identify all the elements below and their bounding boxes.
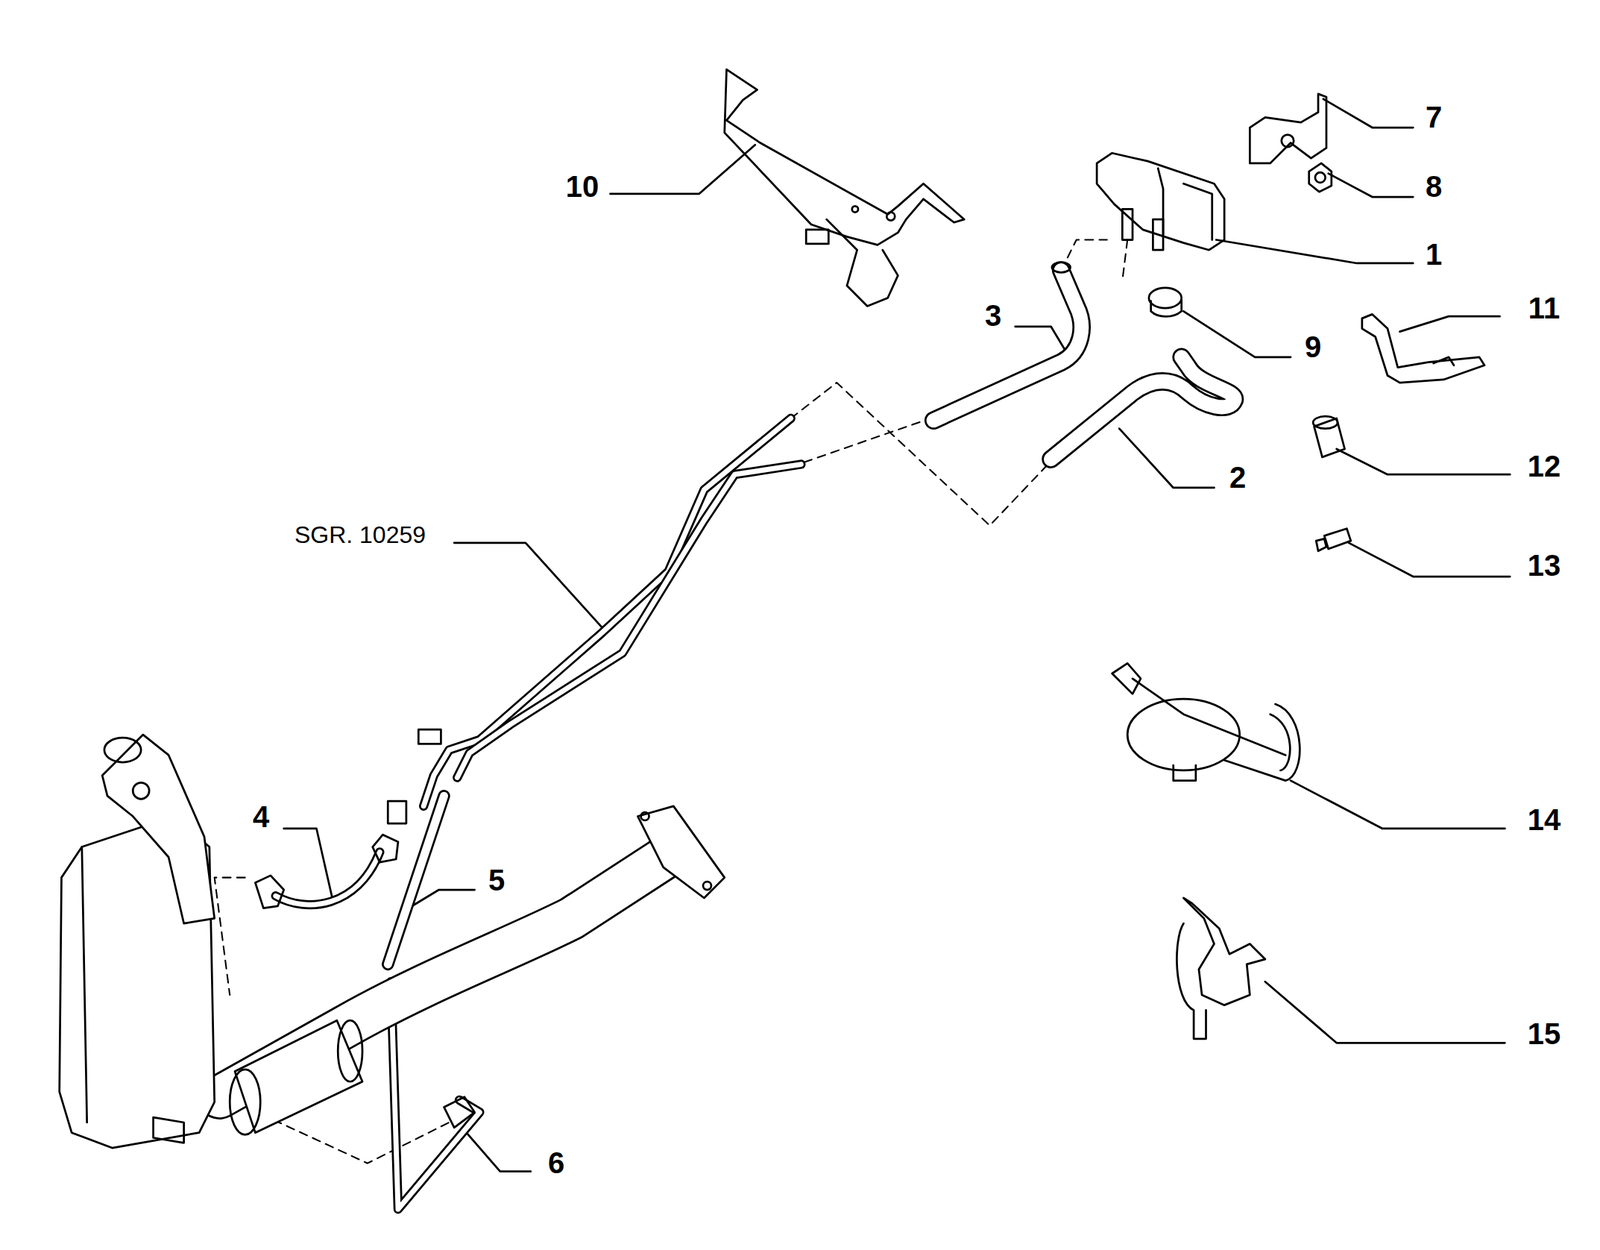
callout-number: 9 (1304, 331, 1322, 362)
exhaust-pipe (219, 805, 725, 1135)
bracket-11 (1362, 313, 1485, 383)
hose-5 (387, 795, 444, 965)
pressure-sensor (1096, 152, 1225, 250)
callout-number: 4 (252, 801, 270, 832)
cable-tie (1112, 662, 1301, 780)
bracket-10 (724, 69, 965, 306)
callout-number: 8 (1425, 171, 1442, 202)
hose-3 (933, 262, 1082, 421)
callout-number: 6 (547, 1147, 565, 1178)
callout-number: 7 (1425, 102, 1442, 132)
catalytic-converter (59, 734, 215, 1148)
callout-number: 15 (1527, 1018, 1562, 1049)
sensor-pipes (387, 418, 801, 824)
assembly-lines (214, 240, 1129, 1164)
callout-number: 12 (1527, 451, 1562, 481)
hose-4 (254, 834, 399, 909)
reference-label: SGR. 10259 (294, 522, 426, 547)
screw-13 (1315, 528, 1351, 551)
callout-number: 1 (1425, 239, 1442, 270)
pipe-clip (1176, 897, 1265, 1039)
hose-2 (1051, 357, 1235, 460)
callout-number: 10 (565, 171, 600, 202)
callout-number: 5 (488, 864, 505, 895)
callout-number: 2 (1229, 462, 1246, 493)
spacer-12 (1312, 416, 1345, 458)
hose-clip (1148, 287, 1182, 317)
callout-number: 11 (1528, 293, 1560, 323)
callout-number: 13 (1527, 550, 1562, 581)
callout-number: 3 (984, 300, 1002, 331)
bracket-7 (1249, 93, 1331, 192)
callout-number: 14 (1527, 804, 1562, 835)
leader-lines (284, 99, 1511, 1172)
